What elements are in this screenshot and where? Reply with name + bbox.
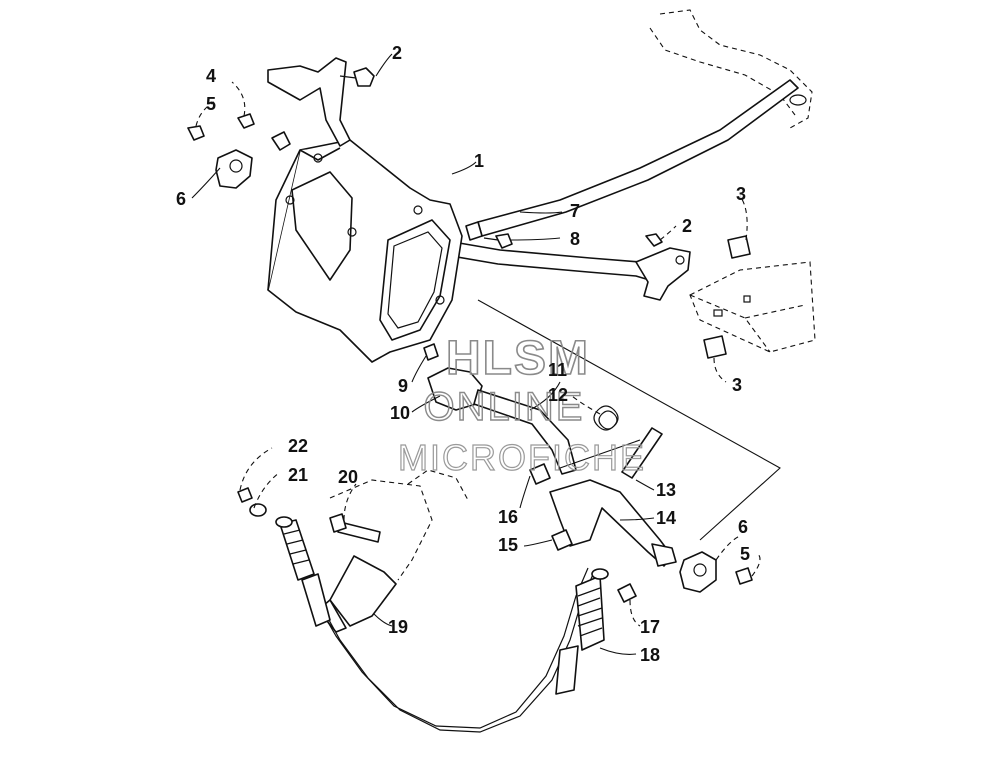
- callout-14: 14: [656, 508, 676, 528]
- callout-20: 20: [338, 467, 358, 487]
- nut-16: [529, 463, 551, 485]
- brake-cable-18: [279, 519, 595, 733]
- callout-10: 10: [390, 403, 410, 423]
- callout-4: 4: [206, 66, 216, 86]
- washer-4: [237, 113, 255, 129]
- upper-bracket: [267, 57, 351, 147]
- spacer-6-right: [679, 551, 717, 593]
- leader-lines: [191, 53, 781, 655]
- callout-3-top: 3: [736, 184, 746, 204]
- cable-fitting-left: [301, 573, 331, 627]
- callout-11: 11: [548, 360, 567, 380]
- bolt-2-top: [339, 67, 375, 87]
- callout-19: 19: [388, 617, 408, 637]
- callout-9: 9: [398, 376, 408, 396]
- pivot-pin-13: [621, 427, 663, 479]
- spacer-6-left: [215, 149, 253, 189]
- washer-21: [249, 503, 267, 517]
- callout-labels: 1 2 2 3 3 4 5 5 6 6 7 8 9 10 11 12 13 14…: [176, 43, 750, 665]
- callout-21: 21: [288, 465, 308, 485]
- bolt-2-right: [645, 233, 663, 247]
- cable-boot-right: [575, 568, 609, 651]
- watermark-line-2: ONLINE: [424, 385, 585, 429]
- pedal-arm: [427, 237, 691, 301]
- clip-nut-3-bottom: [703, 335, 727, 359]
- cable-fitting-right: [555, 645, 579, 695]
- callout-18: 18: [640, 645, 660, 665]
- pedal-mount-bracket: [267, 139, 463, 363]
- mount-plate-dashed: [329, 469, 469, 581]
- watermark-line-1: HLSM: [446, 332, 590, 385]
- callout-7: 7: [570, 201, 580, 221]
- bolt-5-left: [187, 125, 205, 141]
- set-screw-9: [423, 343, 439, 361]
- callout-22: 22: [288, 436, 308, 456]
- frame-section-top-right: [649, 9, 813, 129]
- callout-6-left: 6: [176, 189, 186, 209]
- callout-15: 15: [498, 535, 518, 555]
- callout-1: 1: [474, 151, 484, 171]
- brake-rod: [465, 79, 799, 241]
- callout-16: 16: [498, 507, 518, 527]
- callout-5-left: 5: [206, 94, 216, 114]
- callout-6-right: 6: [738, 517, 748, 537]
- pedal-shaft-11: [473, 389, 577, 475]
- callout-12: 12: [548, 385, 568, 405]
- bolt-20: [329, 513, 381, 543]
- callout-17: 17: [640, 617, 660, 637]
- cable-boot-left: [275, 516, 315, 581]
- callout-8: 8: [570, 229, 580, 249]
- callout-5-right: 5: [740, 544, 750, 564]
- cap-small: [271, 131, 291, 151]
- callout-3-bottom: 3: [732, 375, 742, 395]
- callout-2-right: 2: [682, 216, 692, 236]
- callout-13: 13: [656, 480, 676, 500]
- watermark-line-3: MICROFICHE: [398, 437, 646, 478]
- cotter-pin-17: [617, 583, 637, 603]
- spring-12: [593, 405, 619, 431]
- frame-section-right: [689, 261, 816, 353]
- nut-15: [551, 529, 573, 551]
- clip-nut-3-top: [727, 235, 751, 259]
- bolt-5-right: [735, 567, 753, 585]
- washer-22: [237, 487, 253, 503]
- bolt-8: [483, 233, 513, 249]
- callout-2-top: 2: [392, 43, 402, 63]
- watermark: HLSM ONLINE MICROFICHE: [397, 331, 646, 478]
